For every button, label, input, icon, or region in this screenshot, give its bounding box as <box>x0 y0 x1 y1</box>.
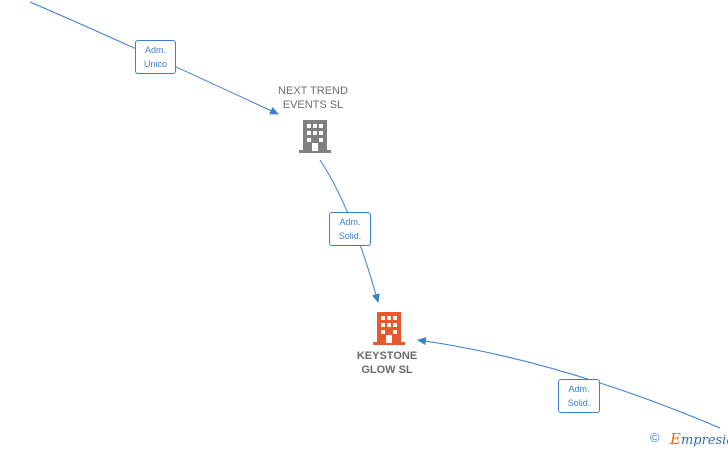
copyright-symbol: © <box>650 430 660 445</box>
edge-label-adm-solid: Adm. Solid. <box>329 212 371 246</box>
building-icon[interactable] <box>299 120 331 153</box>
brand-name: mpresia <box>680 433 728 448</box>
node-keystone-label[interactable]: KEYSTONE GLOW SL <box>336 349 438 377</box>
brand-logo: Empresia <box>670 430 728 448</box>
edge-line-adm-solid-2 <box>417 337 721 429</box>
edge-label-line2: Solid. <box>567 398 591 408</box>
edge-label-line1: Adm. <box>144 45 166 55</box>
edge-label-line1: Adm. <box>568 384 590 394</box>
node-name-line1: KEYSTONE <box>356 350 418 362</box>
edge-label-line2: Unico <box>143 59 167 69</box>
edge-label-adm-unico: Adm. Unico <box>135 40 176 74</box>
edge-label-line2: Solid. <box>338 231 362 241</box>
edge-label-line1: Adm. <box>339 217 361 227</box>
building-icon[interactable] <box>373 312 405 345</box>
node-name-line2: EVENTS SL <box>282 99 344 111</box>
edge-label-adm-solid: Adm. Solid. <box>558 379 600 413</box>
node-name-line2: GLOW SL <box>361 364 413 376</box>
node-name-line1: NEXT TREND <box>278 85 348 97</box>
brand-initial: E <box>670 430 681 448</box>
node-next-trend-label[interactable]: NEXT TREND EVENTS SL <box>262 84 364 112</box>
